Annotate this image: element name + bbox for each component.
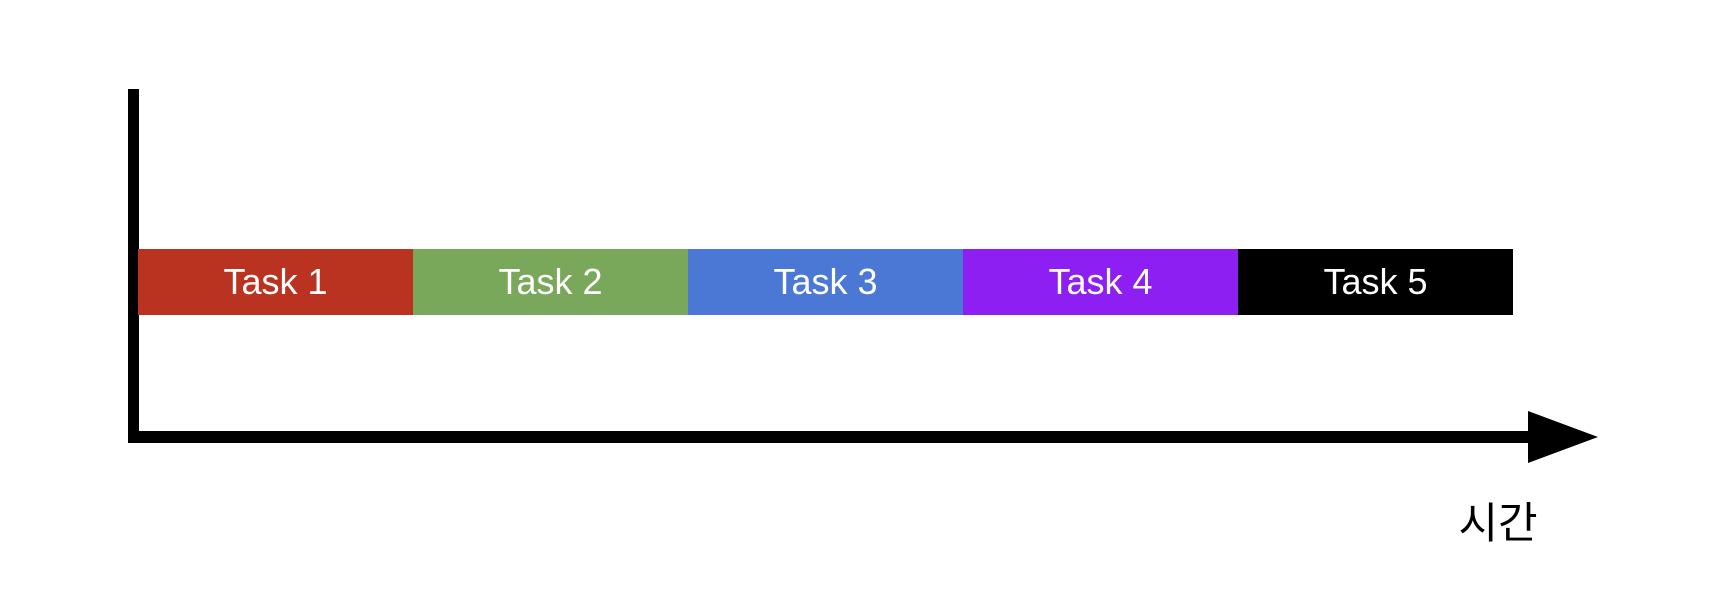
y-axis-line xyxy=(128,89,139,443)
task-label-3: Task 3 xyxy=(773,261,878,302)
task-label-5: Task 5 xyxy=(1323,261,1428,302)
x-axis-arrowhead-icon xyxy=(1528,411,1598,463)
task-block-4: Task 4 xyxy=(963,249,1238,315)
task-block-5: Task 5 xyxy=(1238,249,1513,315)
task-row: Task 1 Task 2 Task 3 Task 4 Task 5 xyxy=(138,249,1513,315)
task-block-3: Task 3 xyxy=(688,249,963,315)
x-axis-line xyxy=(128,431,1530,443)
task-label-2: Task 2 xyxy=(498,261,603,302)
task-block-2: Task 2 xyxy=(413,249,688,315)
x-axis-label: 시간 xyxy=(1458,500,1538,548)
task-block-1: Task 1 xyxy=(138,249,413,315)
task-label-1: Task 1 xyxy=(223,261,328,302)
task-label-4: Task 4 xyxy=(1048,261,1153,302)
